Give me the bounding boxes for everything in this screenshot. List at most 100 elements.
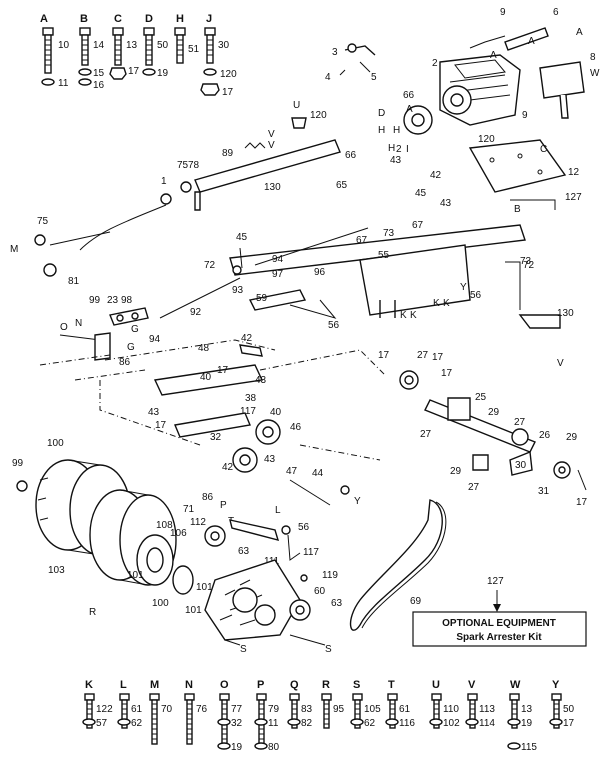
exhaust-pipe [504, 27, 549, 51]
bolt-head [352, 693, 363, 701]
callout: 42 [241, 333, 253, 344]
bolt-head [256, 693, 267, 701]
callout: 9 [522, 110, 528, 121]
callout: 55 [378, 250, 390, 261]
fastener-key: T [388, 679, 395, 691]
callout: 27 [417, 350, 429, 361]
lock-washer [41, 78, 55, 86]
bolt-head [387, 693, 398, 701]
callout: 95 [333, 704, 345, 715]
callout: 103 [48, 565, 65, 576]
frame-center-plate [359, 244, 471, 316]
callout: 26 [539, 430, 551, 441]
callout: 43 [255, 375, 267, 386]
letter-key: L [275, 505, 281, 516]
letter-key: G [127, 342, 135, 353]
callout: 99 [89, 295, 101, 306]
callout: 94 [272, 254, 284, 265]
throttle-cable [79, 204, 167, 251]
callout: 13 [126, 40, 138, 51]
callout: 43 [148, 407, 160, 418]
callout: 89 [222, 148, 234, 159]
drive-belt: 69 [349, 499, 447, 631]
fastener-key: U [432, 679, 440, 691]
callout: 13 [521, 704, 533, 715]
callout: 17 [563, 718, 575, 729]
washer [350, 718, 364, 726]
callout: 17 [576, 497, 588, 508]
callout: 102 [443, 718, 460, 729]
callout: 94 [149, 334, 161, 345]
fastener-key: P [257, 679, 264, 691]
washer [465, 718, 479, 726]
callout: 69 [410, 596, 422, 607]
callout: 43 [264, 454, 276, 465]
callout: 48 [198, 343, 210, 354]
callout: 119 [322, 570, 338, 581]
fastener-key: S [353, 679, 360, 691]
callout: 127 [487, 576, 504, 587]
callout: 27 [468, 482, 480, 493]
callout: 61 [131, 704, 143, 715]
callout: 78 [188, 160, 200, 171]
bolt-head [321, 693, 332, 701]
letter-key: K [443, 298, 450, 309]
callout: 27 [514, 417, 526, 428]
callout: 32 [210, 432, 222, 443]
callout: 32 [231, 718, 243, 729]
letter-key: A [576, 27, 583, 38]
callout: 45 [415, 188, 427, 199]
callout: 6 [553, 7, 559, 18]
callout: 67 [356, 235, 368, 246]
callout: 62 [364, 718, 376, 729]
callout: 31 [538, 486, 550, 497]
callout: 14 [93, 40, 105, 51]
callout: 86 [202, 492, 214, 503]
left-controls: 1 75 M 81 99 23 98 94 G O N 86 G 42 48 [10, 176, 276, 381]
letter-key: N [75, 318, 82, 329]
callout: 2 [432, 58, 438, 69]
optional-equipment-item: Spark Arrester Kit [456, 632, 542, 643]
washer [82, 718, 96, 726]
callout: 101 [185, 605, 202, 616]
fastener-key: O [220, 679, 229, 691]
bolt-head [149, 693, 160, 701]
callout: 77 [231, 704, 243, 715]
washer [549, 718, 563, 726]
bolt-shank [186, 699, 193, 745]
callout: 5 [371, 72, 377, 83]
callout: 30 [515, 460, 527, 471]
fastener-key-d: D [145, 13, 153, 25]
fastener-key-b: B [80, 13, 88, 25]
letter-key: A [490, 50, 497, 61]
callout: 59 [256, 293, 268, 304]
callout: 81 [68, 276, 80, 287]
letter-key: M [10, 244, 18, 255]
callout: 10 [58, 40, 70, 51]
washer [117, 718, 131, 726]
callout: 8 [590, 52, 596, 63]
callout: 23 [107, 295, 119, 306]
callout: 17 [128, 66, 140, 77]
callout: 61 [399, 704, 411, 715]
callout: 100 [47, 438, 64, 449]
top-fastener-row: A 10 11 B 14 15 16 C 13 17 D 50 19 H [40, 13, 237, 98]
callout: 75 [177, 160, 189, 171]
letter-key: P [220, 500, 227, 511]
callout: 66 [345, 150, 357, 161]
callout: 66 [403, 90, 415, 101]
callout: 120 [310, 110, 327, 121]
callout: 11 [58, 78, 69, 89]
callout: 115 [521, 742, 537, 753]
callout: 105 [364, 704, 381, 715]
callout: 86 [119, 357, 131, 368]
fastener-key: Y [552, 679, 560, 691]
bolt-head [119, 693, 130, 701]
letter-key: K [433, 298, 440, 309]
fastener-key: V [468, 679, 476, 691]
belt-path-a [104, 339, 276, 361]
callout: 16 [93, 80, 105, 91]
callout: 42 [430, 170, 442, 181]
letter-key: W [590, 68, 600, 79]
